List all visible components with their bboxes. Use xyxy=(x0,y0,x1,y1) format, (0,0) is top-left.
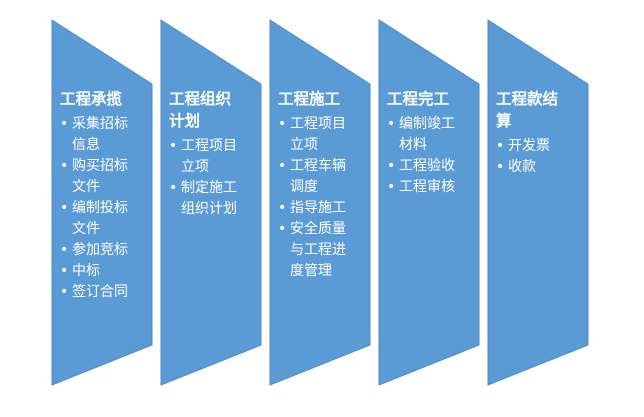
stage-1-title: 工程承揽 xyxy=(60,90,123,108)
stage-5-item: 收款 xyxy=(496,157,588,178)
stage-2-items: 工程项目 立项 制定施工 组织计划 xyxy=(169,136,261,220)
stage-1-item: 购买招标 文件 xyxy=(60,156,152,198)
stage-5: 工程款结 算 开发票 收款 xyxy=(496,88,588,178)
stage-4: 工程完工 编制竣工 材料 工程验收 工程审核 xyxy=(387,88,479,198)
stage-5-chevron xyxy=(487,19,589,386)
stage-1-item: 编制投标 文件 xyxy=(60,198,152,240)
stage-4-chevron xyxy=(378,19,480,386)
stage-1-item: 采集招标 信息 xyxy=(60,114,152,156)
stage-1-item: 中标 xyxy=(60,261,152,282)
stage-5-items: 开发票 收款 xyxy=(496,136,588,178)
stage-2-item: 制定施工 组织计划 xyxy=(169,178,261,220)
stage-3-item: 工程车辆 调度 xyxy=(278,156,370,198)
stage-1-items: 采集招标 信息 购买招标 文件 编制投标 文件 参加竞标 中标 签订合同 xyxy=(60,114,152,303)
stage-2-item: 工程项目 立项 xyxy=(169,136,261,178)
stage-4-title: 工程完工 xyxy=(387,90,450,108)
stage-1-item: 参加竞标 xyxy=(60,240,152,261)
stage-5-title: 工程款结 算 xyxy=(496,90,559,130)
stage-3-item: 安全质量 与工程进 度管理 xyxy=(278,219,370,282)
stage-3-item: 工程项目 立项 xyxy=(278,114,370,156)
stage-3: 工程施工 工程项目 立项 工程车辆 调度 指导施工 安全质量 与工程进 度管理 xyxy=(278,88,370,282)
stage-4-item: 编制竣工 材料 xyxy=(387,114,479,156)
stage-1-item: 签订合同 xyxy=(60,282,152,303)
stage-4-item: 工程审核 xyxy=(387,177,479,198)
stage-3-items: 工程项目 立项 工程车辆 调度 指导施工 安全质量 与工程进 度管理 xyxy=(278,114,370,282)
stage-3-title: 工程施工 xyxy=(278,90,341,108)
stage-4-item: 工程验收 xyxy=(387,156,479,177)
stage-5-item: 开发票 xyxy=(496,136,588,157)
stage-2-title: 工程组织 计划 xyxy=(169,90,232,130)
stage-3-item: 指导施工 xyxy=(278,198,370,219)
stage-2: 工程组织 计划 工程项目 立项 制定施工 组织计划 xyxy=(169,88,261,220)
stage-4-items: 编制竣工 材料 工程验收 工程审核 xyxy=(387,114,479,198)
stage-1: 工程承揽 采集招标 信息 购买招标 文件 编制投标 文件 参加竞标 中标 签订合… xyxy=(60,88,152,303)
